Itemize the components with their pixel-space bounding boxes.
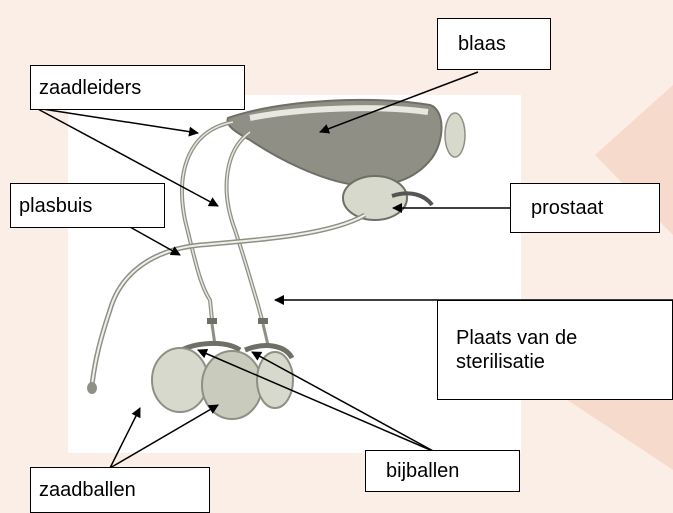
label-bijballen: bijballen xyxy=(365,450,520,492)
arrow-plasbuis xyxy=(130,227,180,255)
label-prostaat: prostaat xyxy=(510,183,660,233)
label-zaadballen: zaadballen xyxy=(30,467,210,513)
label-sterilisatie-line1: Plaats van de xyxy=(456,326,577,350)
label-zaadleiders: zaadleiders xyxy=(30,65,245,110)
label-plasbuis: plasbuis xyxy=(10,183,165,228)
arrow-bijballen-1 xyxy=(198,350,435,452)
label-sterilisatie-line2: sterilisatie xyxy=(456,350,545,374)
arrow-bijballen-2 xyxy=(252,352,435,452)
label-blaas: blaas xyxy=(437,18,551,70)
arrow-blaas xyxy=(320,72,478,132)
label-sterilisatie: Plaats van de sterilisatie xyxy=(437,300,673,400)
